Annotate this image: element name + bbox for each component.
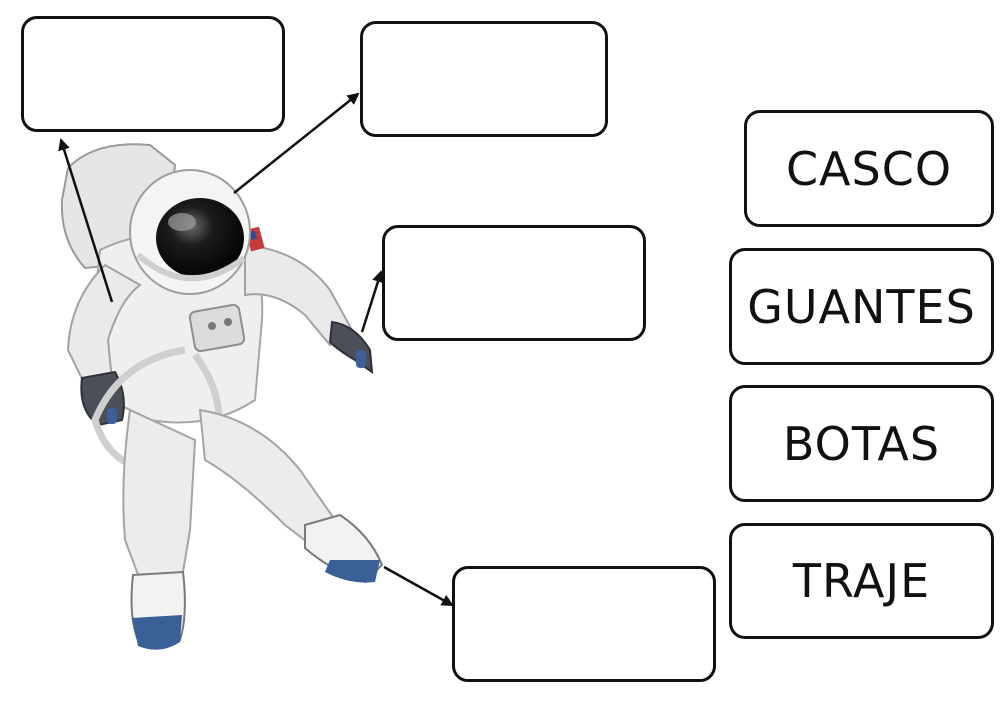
word-card-botas[interactable]: BOTAS xyxy=(729,385,994,502)
answer-box-boot[interactable] xyxy=(452,566,716,682)
helmet-icon xyxy=(129,169,251,295)
boot-icon xyxy=(130,513,384,650)
pointer-arrow-boot xyxy=(383,565,454,607)
answer-box-helmet[interactable] xyxy=(360,21,608,137)
answer-box-glove[interactable] xyxy=(382,225,646,341)
pointer-arrow-helmet xyxy=(233,92,360,194)
answer-box-suit[interactable] xyxy=(21,16,285,132)
word-card-casco[interactable]: CASCO xyxy=(744,110,994,227)
astronaut-icon xyxy=(60,143,384,650)
pointer-arrow-suit xyxy=(58,138,114,303)
pointer-arrow-glove xyxy=(360,270,384,333)
word-card-traje[interactable]: TRAJE xyxy=(729,523,994,639)
word-card-guantes[interactable]: GUANTES xyxy=(729,248,994,365)
